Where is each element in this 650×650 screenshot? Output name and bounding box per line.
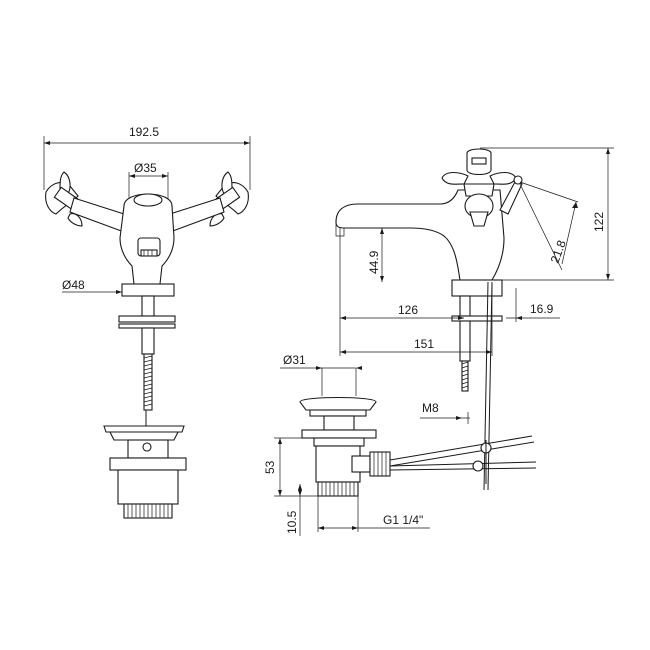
total-reach-label: 151 [414, 337, 434, 351]
spout-reach-label: 126 [398, 303, 418, 317]
right-handle [209, 171, 249, 227]
waste-side-view [274, 366, 537, 536]
thread-height-label: 10.5 [285, 510, 299, 534]
front-view [43, 136, 251, 519]
rod-thread-label: M8 [422, 401, 439, 415]
base-diameter-label: Ø48 [62, 278, 85, 292]
overall-width-label: 192.5 [129, 125, 159, 139]
waste-thread-label: G1 1/4" [383, 513, 423, 527]
side-view [335, 147, 614, 491]
rod-offset-label: 16.9 [530, 302, 554, 316]
body-diameter-label: Ø35 [134, 161, 157, 175]
spout-height-label: 44.9 [367, 250, 381, 274]
lever-offset-label: 21.8 [548, 238, 569, 265]
waste-diameter-label: Ø31 [283, 353, 306, 367]
height-label: 122 [592, 212, 606, 232]
waste-height-label: 53 [263, 460, 277, 474]
